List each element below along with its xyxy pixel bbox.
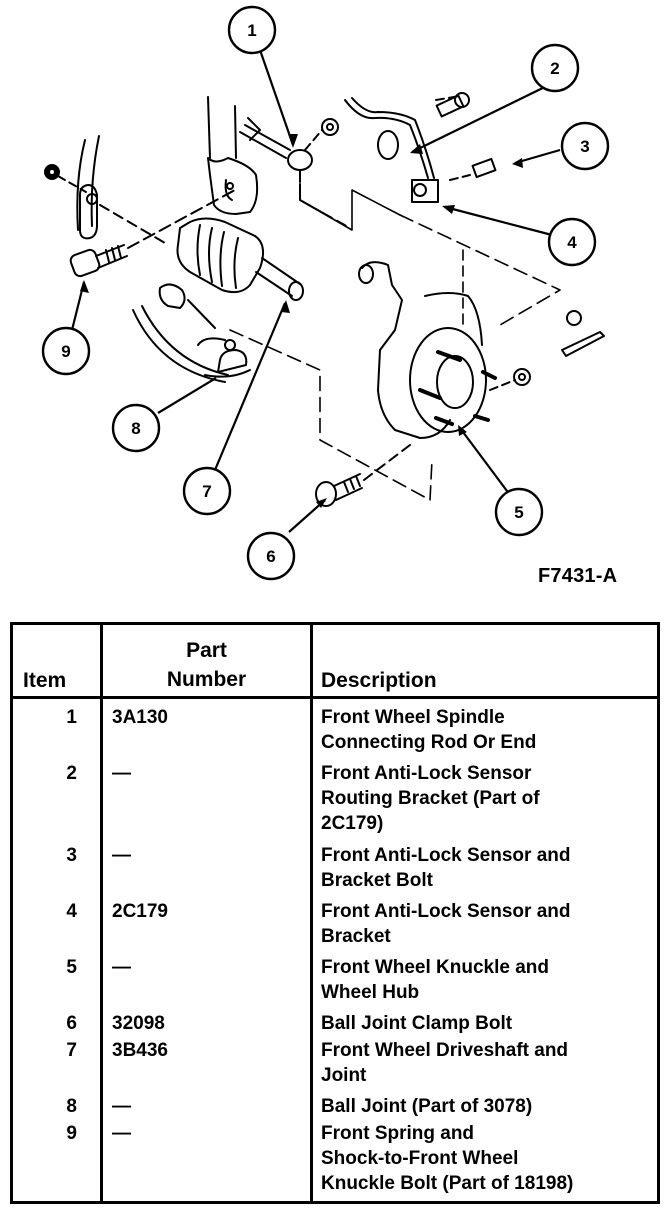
callout-circle-2 (530, 43, 580, 93)
callout-number: 3 (580, 137, 589, 156)
part-number: — (112, 845, 131, 866)
part-number: — (112, 957, 131, 978)
part-number: — (112, 763, 131, 784)
item-number: 4 (66, 901, 77, 922)
callout-circle-6 (246, 531, 296, 581)
header-divider (13, 696, 657, 699)
part-number: 2C179 (112, 901, 168, 922)
assembly-lines (229, 189, 561, 501)
header-part-number: Part Number (166, 639, 247, 691)
callout-circle-1 (227, 5, 277, 55)
callout-number: 1 (247, 21, 256, 40)
part-description: Front Anti-Lock Sensor Routing Bracket (… (321, 763, 540, 834)
driveshaft-joint (158, 217, 304, 329)
wheel-well-outline (76, 135, 229, 383)
leader-lines (70, 49, 561, 533)
column-divider (310, 625, 313, 1201)
callout-circle-7 (182, 466, 232, 516)
callout-number: 6 (266, 547, 275, 566)
part-number: — (112, 1123, 131, 1144)
header-description: Description (321, 669, 437, 692)
part-description: Front Anti-Lock Sensor and Bracket (321, 901, 571, 947)
callout-number: 2 (550, 59, 559, 78)
part-description: Ball Joint (Part of 3078) (321, 1096, 533, 1117)
stabilizer-bracket (44, 164, 166, 244)
item-number: 7 (66, 1040, 77, 1061)
callout-circle-8 (111, 403, 161, 453)
item-number: 8 (66, 1096, 77, 1117)
part-number: 32098 (112, 1013, 165, 1034)
part-description: Front Wheel Spindle Connecting Rod Or En… (321, 707, 537, 753)
shock-strut (207, 96, 259, 215)
callout-number: 5 (514, 503, 523, 522)
part-description: Front Wheel Knuckle and Wheel Hub (321, 957, 550, 1003)
callout-circle-5 (494, 487, 544, 537)
part-number: 3B436 (112, 1040, 168, 1061)
item-number: 3 (66, 845, 77, 866)
part-description: Front Anti-Lock Sensor and Bracket Bolt (321, 845, 571, 891)
exploded-view-diagram: 1 2 3 4 5 6 7 8 9 (41, 5, 610, 581)
callout-number: 9 (61, 342, 70, 361)
item-number: 9 (66, 1123, 77, 1144)
callout-circle-4 (547, 217, 597, 267)
part-description: Front Wheel Driveshaft and Joint (321, 1040, 569, 1086)
part-description: Ball Joint Clamp Bolt (321, 1013, 513, 1034)
header-item: Item (23, 669, 67, 692)
column-divider (100, 625, 103, 1201)
arrowheads (80, 134, 523, 508)
item-number: 5 (66, 957, 77, 978)
part-description: Front Spring and Shock-to-Front Wheel Kn… (321, 1123, 574, 1194)
callout-number: 4 (567, 233, 577, 252)
knuckle-bolt (69, 189, 236, 278)
part-number: — (112, 1096, 131, 1117)
callout-number: 7 (202, 482, 211, 501)
item-number: 2 (66, 763, 77, 784)
ball-joint (197, 337, 251, 378)
callout-circle-3 (560, 121, 610, 171)
figure-id: F7431-A (538, 565, 618, 587)
callout-circle-9 (41, 326, 91, 376)
item-number: 1 (66, 707, 77, 728)
part-number: 3A130 (112, 707, 168, 728)
item-number: 6 (66, 1013, 77, 1034)
callout-number: 8 (131, 419, 140, 438)
ball-joint-clamp-bolt (315, 444, 411, 507)
wheel-knuckle-hub (358, 261, 605, 439)
